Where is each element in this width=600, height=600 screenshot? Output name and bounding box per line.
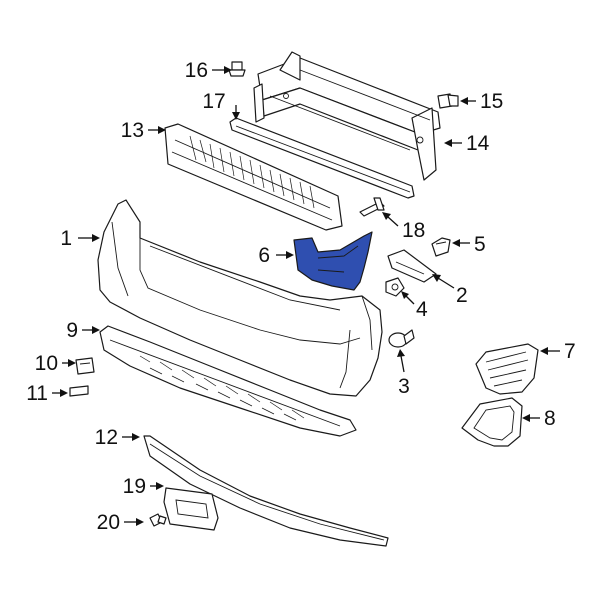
callout-18[interactable]: 18 (402, 219, 425, 242)
callout-7[interactable]: 7 (564, 340, 576, 363)
callout-17[interactable]: 17 (202, 90, 225, 113)
callout-12[interactable]: 12 (95, 426, 118, 449)
part-18-pin[interactable] (359, 197, 385, 217)
callout-16[interactable]: 16 (185, 59, 208, 82)
callout-8[interactable]: 8 (544, 407, 556, 430)
part-13-energy-absorber[interactable] (164, 123, 343, 231)
part-20-screw[interactable] (149, 513, 167, 527)
part-8-bezel[interactable] (461, 397, 523, 447)
callout-20[interactable]: 20 (97, 511, 120, 534)
callout-15[interactable]: 15 (480, 90, 503, 113)
part-15-bolt[interactable] (437, 93, 459, 109)
part-6-bracket-highlighted[interactable] (293, 231, 373, 291)
part-12-lower-lip[interactable] (143, 435, 389, 547)
callout-2[interactable]: 2 (456, 284, 468, 307)
part-4-nut[interactable] (385, 277, 405, 297)
callout-labels: 1 2 3 4 5 6 7 8 9 10 11 12 13 14 15 16 1… (26, 59, 576, 534)
callout-4[interactable]: 4 (416, 298, 428, 321)
callout-19[interactable]: 19 (123, 475, 146, 498)
callout-1[interactable]: 1 (60, 227, 72, 250)
part-7-grille-insert[interactable] (475, 343, 539, 395)
callout-10[interactable]: 10 (35, 352, 58, 375)
highlighted-bracket-shape[interactable] (293, 231, 373, 291)
callout-11[interactable]: 11 (26, 382, 48, 405)
part-3-plug[interactable] (388, 329, 415, 348)
part-19-plate-bracket[interactable] (163, 487, 219, 531)
callout-9[interactable]: 9 (66, 319, 78, 342)
part-1-bumper-cover[interactable] (97, 199, 383, 397)
callout-6[interactable]: 6 (258, 244, 270, 267)
part-14-reinforcement-bar[interactable] (253, 51, 441, 181)
part-10-clip[interactable] (75, 357, 95, 375)
callout-14[interactable]: 14 (466, 132, 490, 155)
callout-5[interactable]: 5 (474, 233, 486, 256)
leader-lines (52, 66, 560, 526)
callout-13[interactable]: 13 (121, 119, 144, 142)
part-2-sensor-bracket[interactable] (387, 249, 437, 283)
part-9-lower-valance[interactable] (99, 325, 357, 437)
callout-3[interactable]: 3 (398, 375, 410, 398)
part-16-bolt[interactable] (228, 61, 246, 77)
part-11-clip[interactable] (69, 385, 89, 397)
part-5-clip[interactable] (431, 237, 451, 257)
